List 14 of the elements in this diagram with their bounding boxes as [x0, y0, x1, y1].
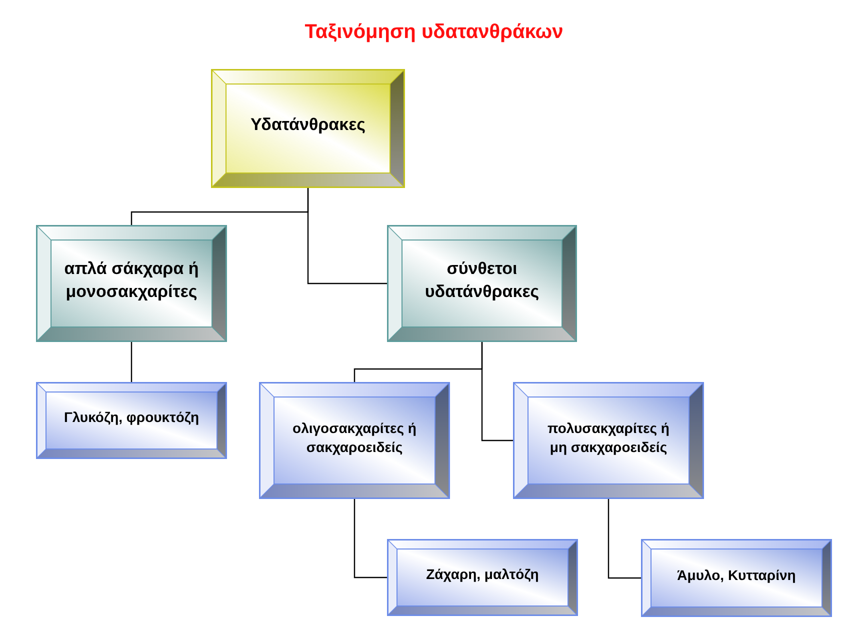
connector-line	[608, 499, 641, 579]
diagram-title: Ταξινόμηση υδατανθράκων	[304, 21, 564, 43]
box-label: πολυσακχαρίτες ή μη σακχαροειδείς	[546, 418, 670, 456]
box-label: ολιγοσακχαρίτες ή σακχαροειδείς	[292, 418, 418, 456]
box-label: Ζάχαρη, μαλτόζη	[426, 565, 539, 584]
box-label: Άμυλο, Κυτταρίνη	[677, 566, 796, 584]
box-label: σύνθετοι υδατάνθρακες	[424, 258, 540, 302]
connector-line	[354, 499, 387, 578]
connector-line	[130, 342, 132, 382]
box-label: Υδατάνθρακες	[250, 114, 366, 136]
connector-line	[307, 188, 387, 284]
connector-line	[481, 342, 513, 442]
box-label: απλά σάκχαρα ή μονοσακχαρίτες	[63, 258, 200, 302]
box-label: Γλυκόζη, φρουκτόζη	[64, 408, 200, 427]
